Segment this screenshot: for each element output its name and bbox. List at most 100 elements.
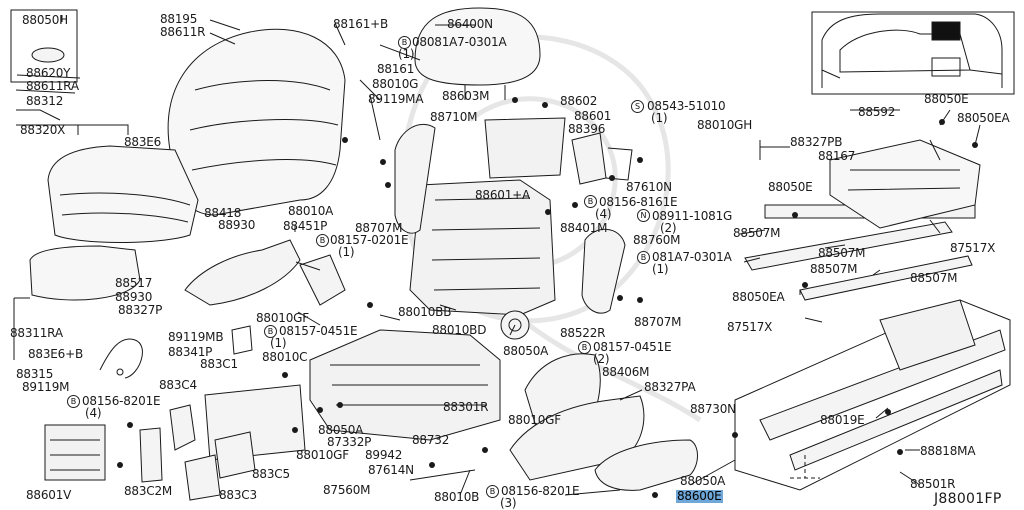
part-label: 883C4 — [159, 378, 197, 392]
part-label: 87517X — [950, 241, 996, 255]
part-label: 87560M — [323, 483, 371, 497]
part-label: 88010GF — [296, 448, 349, 462]
part-cushion-pad — [29, 245, 141, 301]
part-rail-88507m — [744, 221, 953, 271]
part-label: 88010B — [434, 490, 480, 504]
part-label: 87517X — [727, 320, 773, 334]
part-label: 88406M — [602, 365, 650, 379]
part-label: (1) — [651, 111, 668, 125]
part-label: 87332P — [327, 435, 372, 449]
part-label: 88710M — [430, 110, 478, 124]
bolt-marker: B — [486, 485, 499, 498]
part-label: 88818MA — [920, 444, 976, 458]
bolt-marker: B — [316, 234, 329, 247]
part-label: 08157-0451E — [593, 340, 672, 354]
part-side-trim — [184, 239, 301, 306]
part-headrest — [414, 7, 541, 86]
vehicle-inset-box — [811, 11, 1015, 95]
part-label: (4) — [85, 406, 102, 420]
part-label: 88301R — [443, 400, 489, 414]
bolt-marker: B — [637, 251, 650, 264]
part-label: 08081A7-0301A — [412, 35, 507, 49]
part-label: 883C2M — [124, 484, 173, 498]
part-label: 883E6+B — [28, 347, 84, 361]
bolt-marker: B — [264, 325, 277, 338]
part-label: 88050A — [680, 474, 726, 488]
part-label: 88050A — [503, 344, 549, 358]
part-label: 88611RA — [26, 79, 79, 93]
part-label: 89119MA — [368, 92, 424, 106]
part-88601v — [44, 424, 106, 481]
part-label: 89119M — [22, 380, 70, 394]
part-seat-cushion — [47, 145, 199, 243]
part-label: 87610N — [626, 180, 672, 194]
part-label: 88401M — [560, 221, 608, 235]
part-label: 88327P — [118, 303, 163, 317]
part-label: 88167 — [818, 149, 856, 163]
part-label: 081A7-0301A — [652, 250, 732, 264]
screw-marker: S — [631, 100, 644, 113]
part-label: (1) — [270, 336, 287, 350]
part-label: 88312 — [26, 94, 64, 108]
part-label: 88707M — [634, 315, 682, 329]
part-label: 88010GF — [256, 311, 309, 325]
nut-marker: N — [637, 209, 650, 222]
part-label: 88620Y — [26, 66, 71, 80]
part-label: 88050A — [318, 423, 364, 437]
bolt-marker: B — [584, 195, 597, 208]
part-label: (1) — [652, 262, 669, 276]
part-label: 88050H — [22, 13, 68, 27]
part-label: 08156-8201E — [82, 394, 161, 408]
part-label: 883E6 — [124, 135, 162, 149]
part-label: 88507M — [818, 246, 866, 260]
part-label: 88522R — [560, 326, 606, 340]
part-label: 88050EA — [732, 290, 785, 304]
part-tray-88730n — [594, 439, 698, 491]
fasteners — [117, 97, 978, 498]
part-label: 88603M — [442, 89, 490, 103]
part-label: 86400N — [447, 17, 493, 31]
bolt-marker: B — [578, 341, 591, 354]
part-label: 08156-8161E — [599, 195, 678, 209]
part-label: 08911-1081G — [652, 209, 733, 223]
part-label: 88010C — [262, 350, 308, 364]
part-label: (2) — [660, 221, 677, 235]
bolt-marker: B — [398, 36, 411, 49]
part-label: 883C3 — [219, 488, 257, 502]
part-label: 88501R — [910, 477, 956, 491]
part-label: 08157-0451E — [279, 324, 358, 338]
part-seatback-frame — [409, 179, 556, 316]
part-label: 88507M — [910, 271, 958, 285]
part-label: 88732 — [412, 433, 450, 447]
part-label: 88050EA — [957, 111, 1010, 125]
part-label: 88517 — [115, 276, 153, 290]
part-label: 883C1 — [200, 357, 238, 371]
part-label: 88707M — [355, 221, 403, 235]
part-label: 88010GH — [697, 118, 753, 132]
part-label: (1) — [338, 245, 355, 259]
part-label: 88010GF — [508, 413, 561, 427]
part-label: 88010BD — [432, 323, 487, 337]
highlighted-part-label[interactable]: 88600E — [676, 489, 723, 503]
part-label: 88601+A — [475, 188, 531, 202]
part-label: 88010BB — [398, 305, 452, 319]
part-label: (4) — [595, 207, 612, 221]
part-label: 87614N — [368, 463, 414, 477]
part-label: 88315 — [16, 367, 54, 381]
part-label: 88195 — [160, 12, 198, 26]
part-label: 88327PA — [644, 380, 696, 394]
part-label: 88418 — [204, 206, 242, 220]
part-label: 883C5 — [252, 467, 290, 481]
inset-box-88050h — [10, 9, 78, 83]
part-label: 88930 — [218, 218, 256, 232]
part-label: (2) — [593, 352, 610, 366]
bolt-marker: B — [67, 395, 80, 408]
part-label: 88930 — [115, 290, 153, 304]
part-label: 08157-0201E — [330, 233, 409, 247]
part-label: 88010A — [288, 204, 334, 218]
part-label: 88161 — [377, 62, 415, 76]
vehicle-seat-position — [931, 21, 961, 41]
part-label: 88760M — [633, 233, 681, 247]
part-label: 88019E — [820, 413, 865, 427]
